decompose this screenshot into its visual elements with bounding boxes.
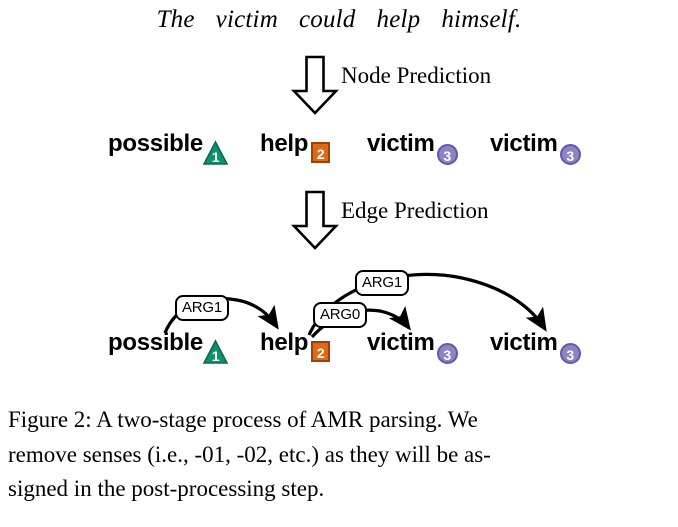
node-label: possible xyxy=(108,329,203,356)
node-row-after-node-prediction: possible 1 help 2 victim 3 victim 3 xyxy=(0,131,678,177)
node-badge-circle: 3 xyxy=(558,140,583,165)
node-badge-circle: 3 xyxy=(435,339,460,364)
sentence-word: himself. xyxy=(441,6,522,33)
node-badge-value: 3 xyxy=(566,148,574,164)
sentence-word: help xyxy=(376,6,421,33)
node-victim-2[interactable]: victim 3 xyxy=(490,131,583,165)
node-badge-value: 2 xyxy=(316,146,325,162)
node-badge-square: 2 xyxy=(308,140,333,165)
node-label: help xyxy=(260,329,309,356)
edge-label-arg0-help-victim[interactable]: ARG0 xyxy=(313,302,368,328)
node-label: victim xyxy=(367,130,435,157)
node-possible-2[interactable]: possible 1 xyxy=(108,330,228,364)
down-block-arrow-node-prediction xyxy=(290,55,340,120)
node-badge-circle: 3 xyxy=(435,140,460,165)
node-possible-1[interactable]: possible 1 xyxy=(108,131,228,165)
stage-label-node-prediction: Node Prediction xyxy=(341,63,492,88)
caption-line: remove senses (i.e., -01, -02, etc.) as … xyxy=(8,441,491,467)
caption-line: signed in the post-processing step. xyxy=(8,476,325,501)
node-victim-1[interactable]: victim 3 xyxy=(367,131,460,165)
node-badge-square: 2 xyxy=(308,339,333,364)
edge-label-arg1-possible-help[interactable]: ARG1 xyxy=(175,295,230,321)
node-badge-value: 3 xyxy=(566,347,574,363)
node-label: victim xyxy=(490,130,558,157)
node-badge-value: 1 xyxy=(211,348,220,364)
figure-caption: Figure 2: A two-stage process of AMR par… xyxy=(8,403,670,507)
node-badge-value: 3 xyxy=(443,347,451,363)
node-label: victim xyxy=(490,329,558,356)
edge-label-arg1-help-victim[interactable]: ARG1 xyxy=(355,270,410,296)
sentence-word: could xyxy=(298,6,356,33)
node-row-after-edge-prediction: possible 1 help 2 victim 3 victim 3 xyxy=(0,330,678,376)
node-label: help xyxy=(260,130,309,157)
node-victim-3[interactable]: victim 3 xyxy=(367,330,460,364)
node-label: victim xyxy=(367,329,435,356)
node-label: possible xyxy=(108,130,203,157)
node-badge-triangle: 1 xyxy=(202,140,228,165)
sentence-word: The xyxy=(156,6,195,33)
down-block-arrow-edge-prediction xyxy=(290,190,340,255)
node-help-2[interactable]: help 2 xyxy=(260,330,333,364)
node-badge-value: 3 xyxy=(443,148,451,164)
node-victim-4[interactable]: victim 3 xyxy=(490,330,583,364)
node-badge-value: 1 xyxy=(211,149,220,165)
sentence-word: victim xyxy=(215,6,278,33)
caption-line: Figure 2: A two-stage process of AMR par… xyxy=(8,407,478,432)
node-badge-value: 2 xyxy=(316,345,325,361)
node-badge-triangle: 1 xyxy=(202,339,228,364)
node-help-1[interactable]: help 2 xyxy=(260,131,333,165)
node-badge-circle: 3 xyxy=(558,339,583,364)
stage-label-edge-prediction: Edge Prediction xyxy=(341,198,489,223)
source-sentence: The victim could help himself. xyxy=(0,6,678,34)
